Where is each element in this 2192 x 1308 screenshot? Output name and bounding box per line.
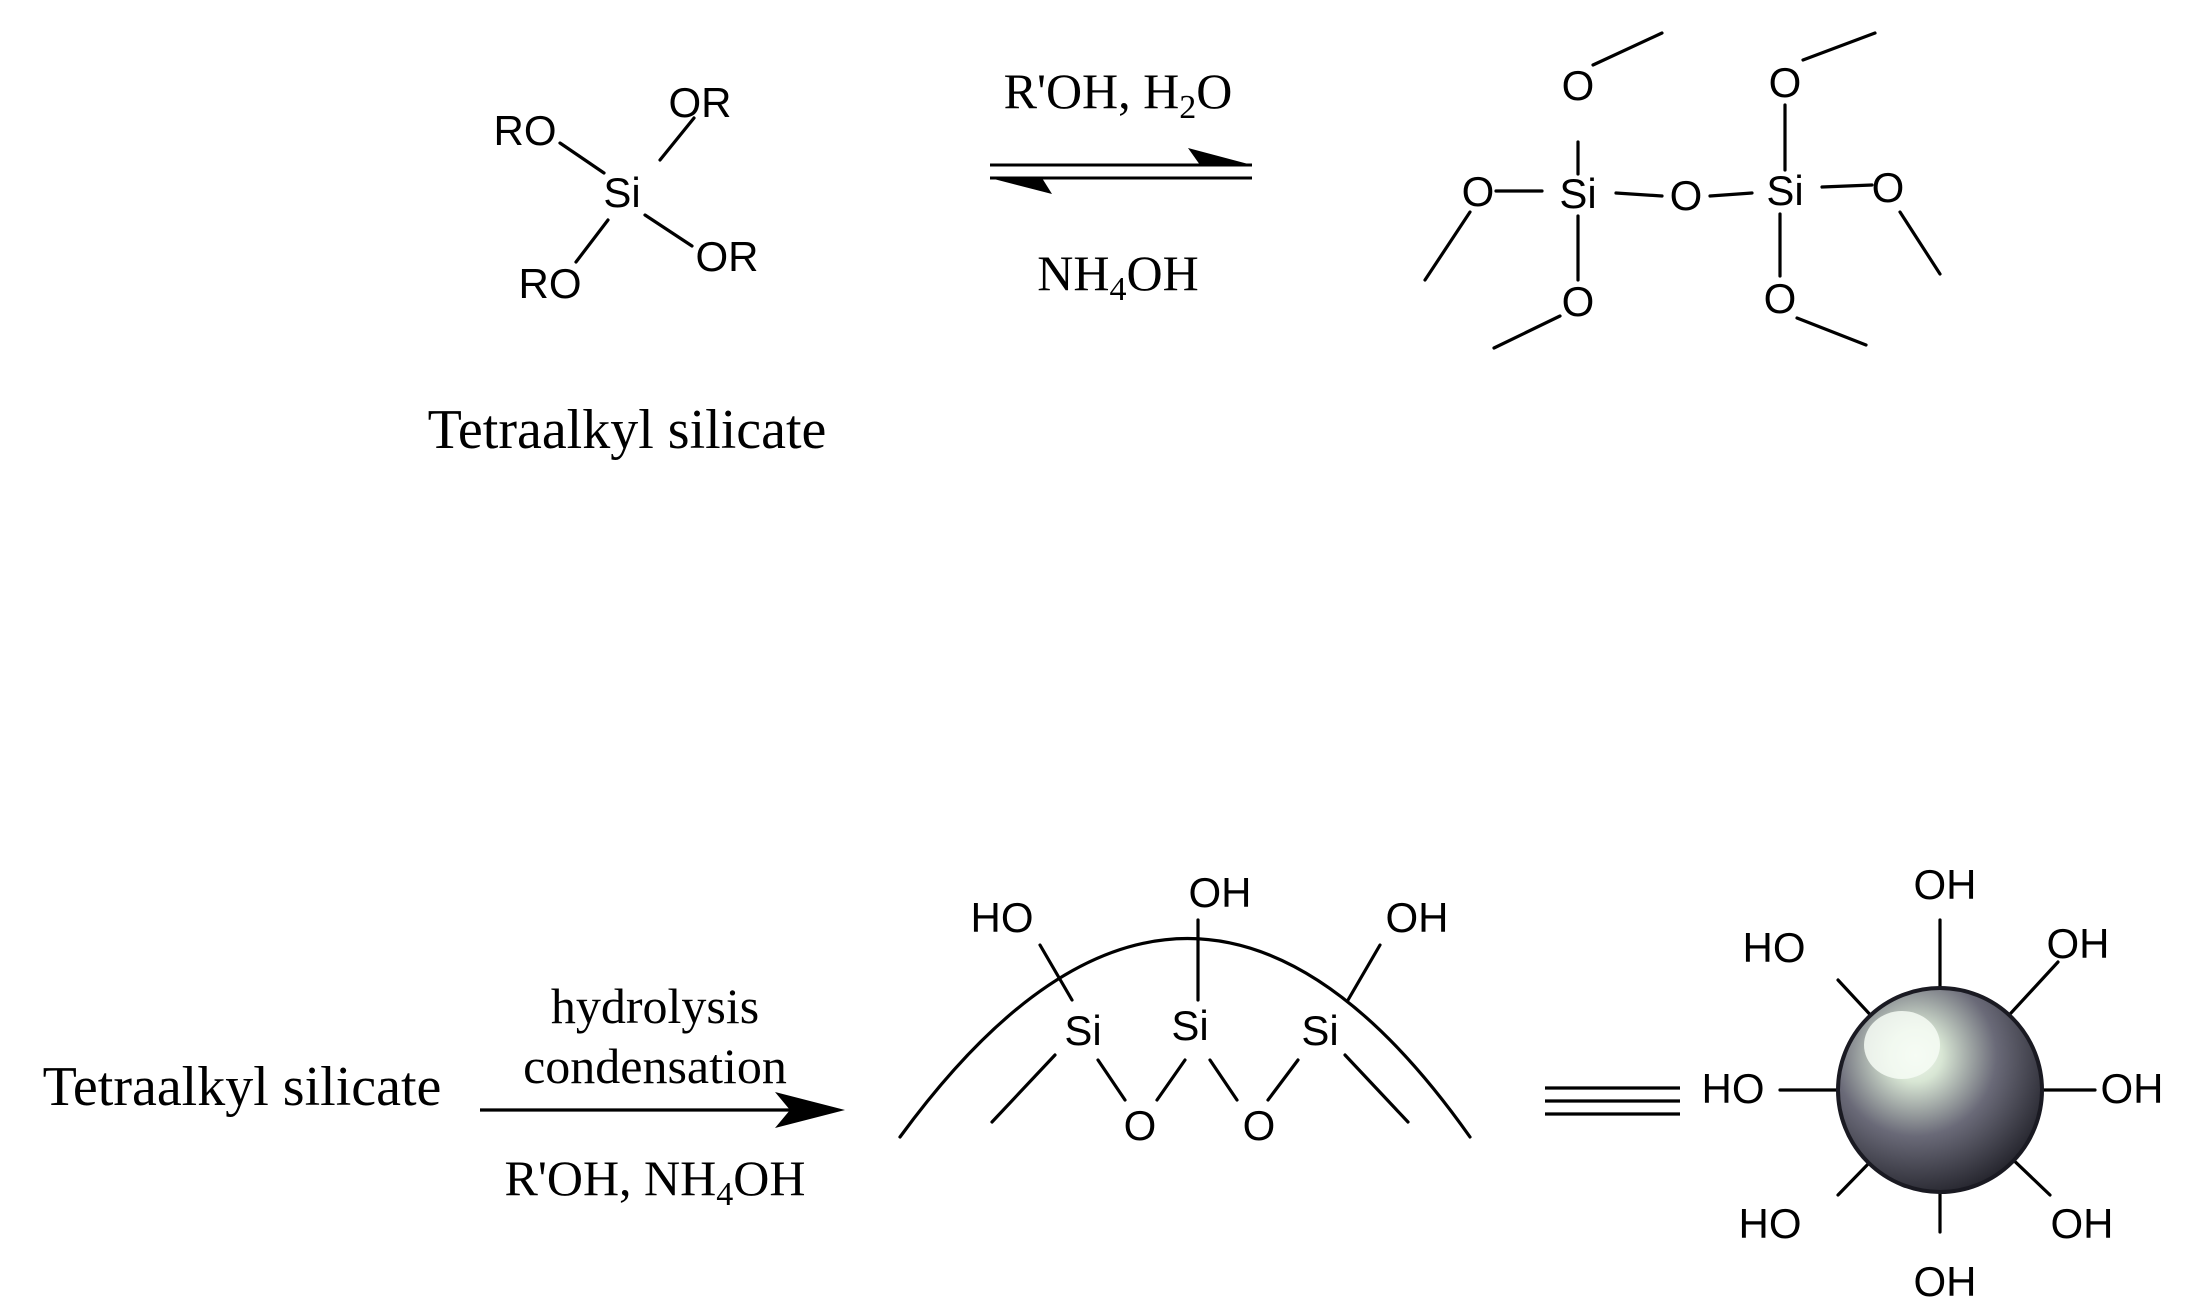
bond-o-methyl-bottom1 (1492, 314, 1562, 350)
atom-o-top2: O (1769, 59, 1802, 106)
forward-arrow (480, 1092, 845, 1128)
substituent-or-topright: OR (669, 79, 732, 126)
bond-si-or-right (643, 213, 694, 248)
bond-o1-si2 (1155, 1058, 1187, 1102)
surface-oh-right: OH (1386, 894, 1449, 941)
atom-si-2: Si (1766, 167, 1803, 214)
particle-ho-left: HO (1702, 1065, 1765, 1112)
atom-o-left: O (1462, 168, 1495, 215)
atom-o-top1: O (1562, 62, 1595, 109)
bond-ro-si-topleft (558, 141, 606, 175)
conditions-below-arrow-2: R'OH, NH4OH (504, 1150, 805, 1213)
condition-hydrolysis: hydrolysis (551, 978, 759, 1034)
bond-o2-si3 (1266, 1058, 1300, 1102)
atom-si: Si (603, 169, 640, 216)
silica-surface: Si Si Si O O HO OH OH (898, 869, 1472, 1149)
bond-si-or-topright (658, 116, 696, 162)
particle-surface-arc (898, 936, 1472, 1139)
substituent-ro-topleft: RO (494, 107, 557, 154)
bond-si-left-outward (990, 1053, 1057, 1124)
product-disiloxane: Si Si O O O O O O O (1423, 31, 1942, 350)
conditions-above-arrow: R'OH, H2O (1004, 63, 1233, 126)
particle-ho-bottom-left: HO (1739, 1200, 1802, 1247)
particle-oh-bottom: OH (1914, 1258, 1977, 1305)
bond-o-methyl-bottom2 (1795, 316, 1868, 347)
atom-o-bottom1: O (1562, 278, 1595, 325)
forward-arrow-half-head (1188, 148, 1252, 165)
particle-highlight (1864, 1011, 1940, 1079)
bond-si2-o-right (1820, 183, 1874, 189)
surface-ho-left: HO (971, 894, 1034, 941)
surface-o-bridge-right: O (1243, 1102, 1276, 1149)
reactant-label-2: Tetraalkyl silicate (43, 1056, 442, 1118)
bond-o-methyl-top2 (1801, 31, 1877, 62)
particle-oh-right: OH (2101, 1065, 2164, 1112)
substituent-or-right: OR (696, 233, 759, 280)
bond-o-methyl-right (1898, 210, 1942, 276)
surface-si-center: Si (1171, 1002, 1208, 1049)
bond-si1-o1 (1096, 1058, 1127, 1102)
equivalence-symbol (1545, 1086, 1680, 1116)
particle-sphere (1836, 986, 2044, 1194)
particle-oh-bottom-right: OH (2051, 1200, 2114, 1247)
bond-si2-o2 (1208, 1058, 1239, 1102)
bond-ho-si-left (1038, 943, 1074, 1002)
bond-o-methyl-left (1423, 210, 1472, 282)
surface-si-right: Si (1301, 1007, 1338, 1054)
particle-oh-top-right: OH (2047, 920, 2110, 967)
particle-oh-top: OH (1914, 861, 1977, 908)
reactant-tetraalkyl-silicate: Si RO OR RO OR (494, 79, 759, 307)
bond-o-methyl-top1 (1591, 31, 1664, 67)
atom-o-bottom2: O (1764, 275, 1797, 322)
silica-particle: OH OH OH OH OH HO HO HO (1702, 861, 2164, 1305)
conditions-below-arrow: NH4OH (1037, 245, 1198, 308)
particle-ho-top-left: HO (1743, 924, 1806, 971)
atom-si-1: Si (1559, 170, 1596, 217)
bond-si-ro-bottomleft (574, 218, 610, 264)
atom-o-bridge: O (1670, 172, 1703, 219)
bond-oh-si-right (1346, 943, 1382, 1002)
reverse-arrow-half-head (990, 178, 1052, 194)
bond-si1-bridge (1614, 191, 1664, 198)
bond-si-right-outward (1343, 1053, 1410, 1124)
reactant-label: Tetraalkyl silicate (428, 399, 827, 461)
surface-si-left: Si (1064, 1007, 1101, 1054)
atom-o-right: O (1872, 164, 1905, 211)
reaction2: Tetraalkyl silicate hydrolysis condensat… (43, 861, 2164, 1305)
surface-o-bridge-left: O (1124, 1102, 1157, 1149)
substituent-ro-bottomleft: RO (519, 260, 582, 307)
equilibrium-arrow (990, 148, 1252, 194)
condition-condensation: condensation (523, 1038, 787, 1094)
surface-oh-center: OH (1189, 869, 1252, 916)
reaction1: Si RO OR RO OR Tetraalkyl silicate R'OH,… (428, 31, 1942, 461)
forward-arrow-head-2 (775, 1092, 845, 1128)
bond-bridge-si2 (1708, 191, 1754, 198)
